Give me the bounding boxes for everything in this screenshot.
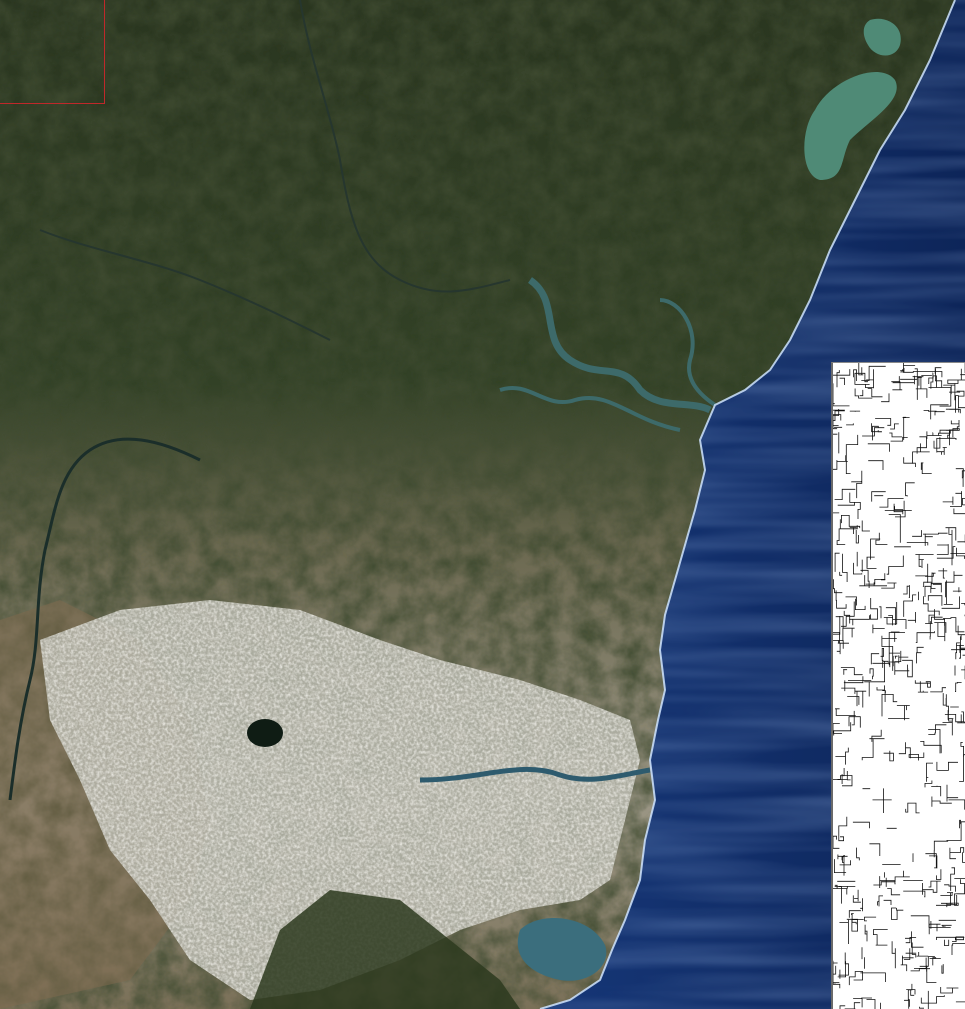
lagoon-large	[804, 71, 897, 180]
bay	[517, 918, 607, 981]
segmentation-boundaries	[833, 363, 965, 1009]
lagoon-small	[863, 18, 901, 56]
creek	[299, 0, 511, 293]
southern-bushland	[250, 890, 520, 1009]
estuary-arm	[659, 298, 717, 407]
creek-west	[39, 229, 331, 341]
estuary	[527, 277, 712, 414]
segmentation-preview-panel	[831, 362, 965, 1009]
coastline	[539, 0, 956, 1009]
roi-selection-box[interactable]	[0, 0, 105, 104]
reservoir	[247, 719, 283, 747]
estuary-branch	[499, 386, 681, 432]
segment-edges	[833, 363, 965, 1009]
harbour	[419, 766, 651, 783]
river	[8, 437, 201, 801]
